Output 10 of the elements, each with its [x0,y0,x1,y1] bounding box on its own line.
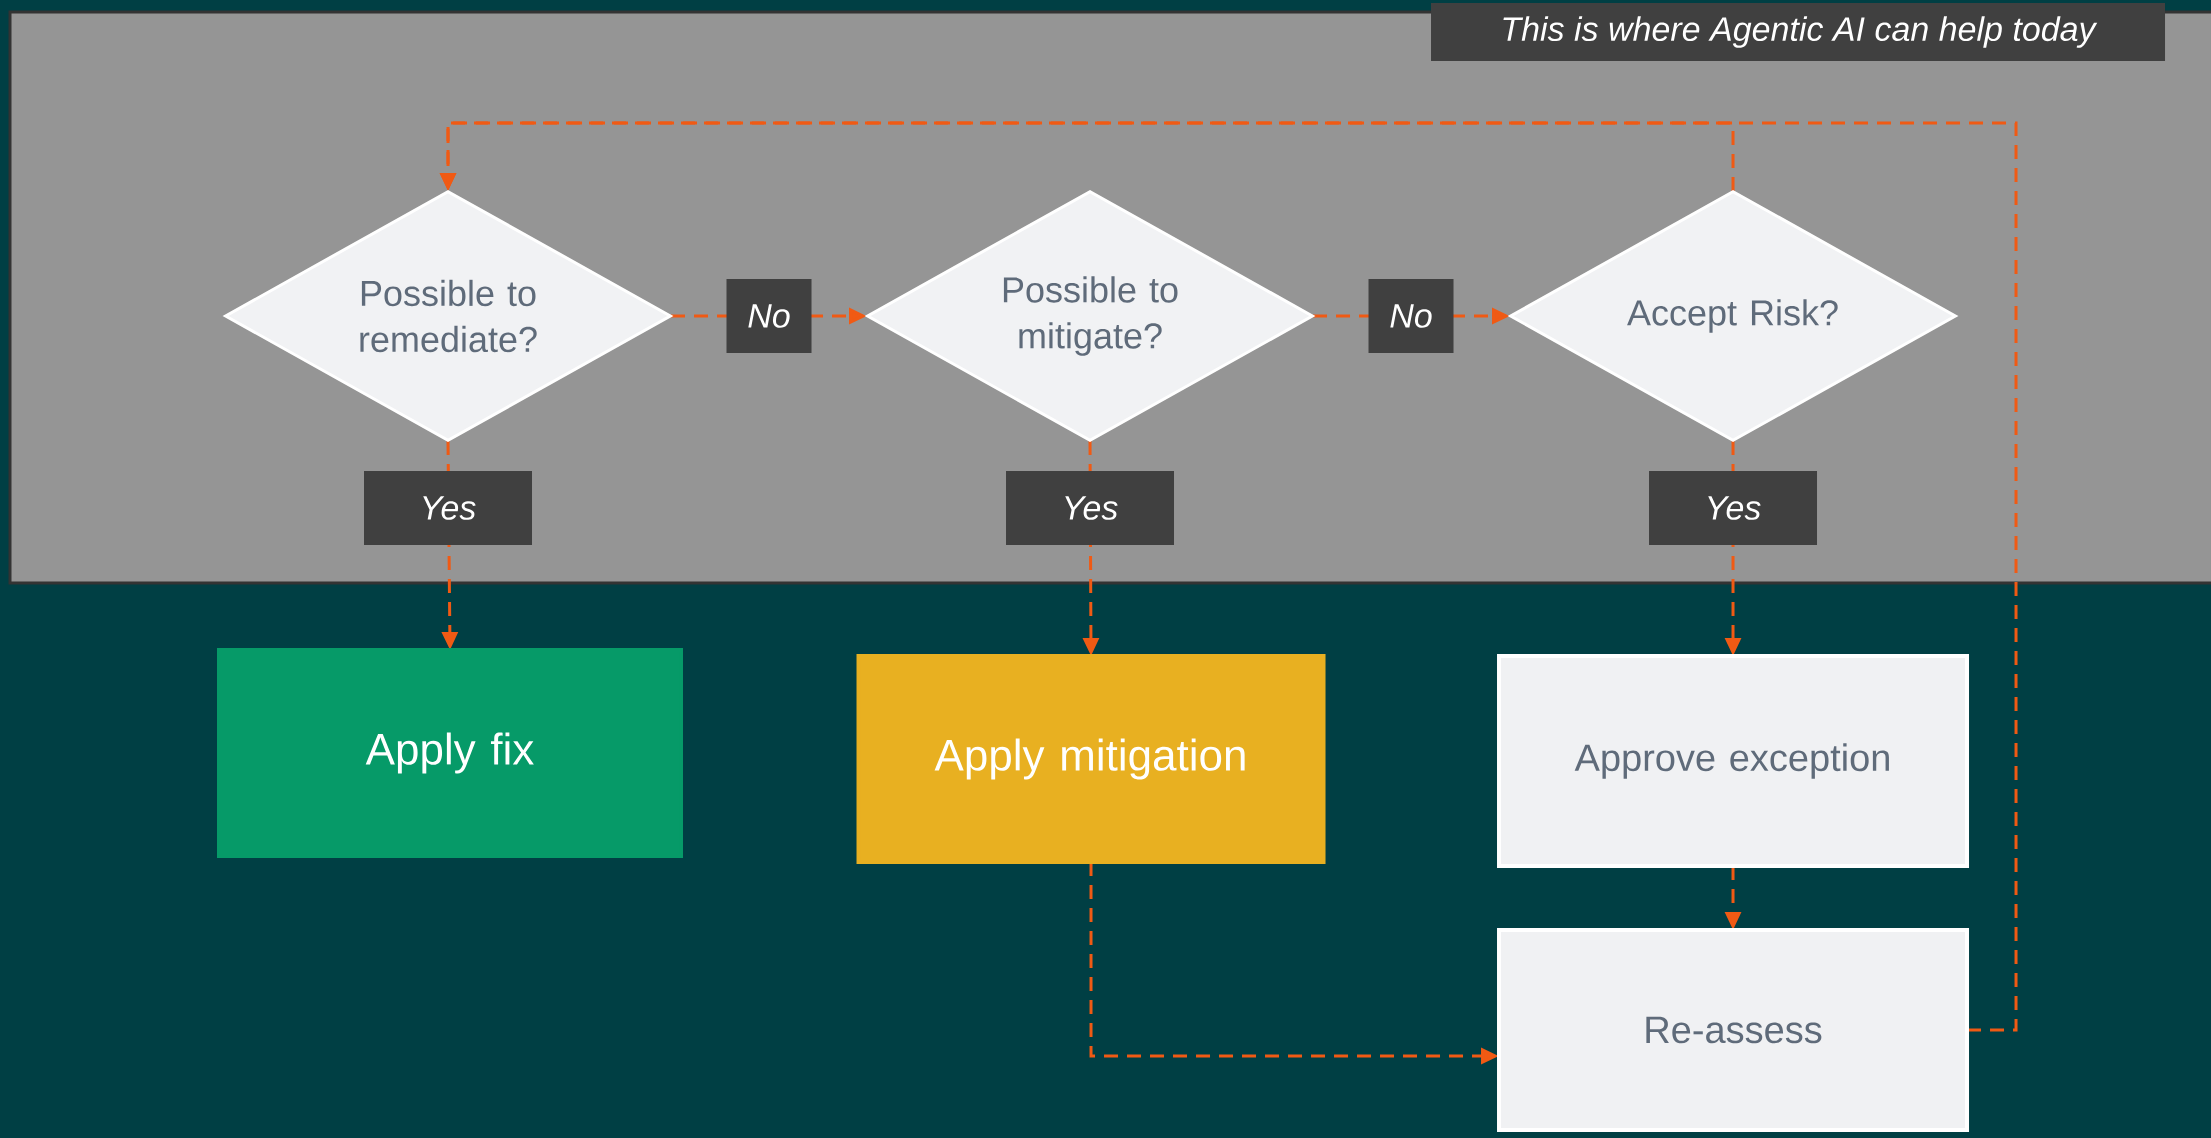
edge-label: Yes [1006,471,1174,545]
process-box: Apply fix [217,648,683,858]
edge-label: Yes [1649,471,1817,545]
process-box: Apply mitigation [856,654,1326,864]
edge-label: No [1368,279,1454,353]
note-label: This is where Agentic AI can help today [1431,3,2165,61]
process-box: Approve exception [1497,654,1969,868]
process-box: Re-assess [1497,928,1969,1132]
edge-label: No [726,279,812,353]
edge-label: Yes [364,471,532,545]
